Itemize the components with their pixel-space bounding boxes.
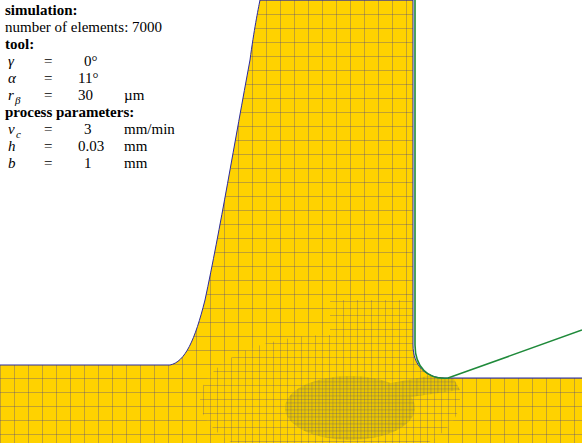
annotation-text: process parameters: xyxy=(5,104,134,121)
annotation-text: = xyxy=(44,155,52,172)
mesh-outline xyxy=(0,0,582,378)
annotation-text: simulation: xyxy=(5,2,78,19)
annotation-text: mm xyxy=(124,155,147,172)
annotation-text: 30 xyxy=(78,87,93,104)
annotation-text: 0.03 xyxy=(78,138,104,155)
annotation-text: number of elements: 7000 xyxy=(5,19,162,36)
annotation-text: µm xyxy=(124,87,144,104)
annotation-text: v xyxy=(8,121,15,138)
annotation-text: = xyxy=(44,53,52,70)
annotation-text: 1 xyxy=(84,155,92,172)
annotation-text: = xyxy=(44,121,52,138)
annotation-text: 0° xyxy=(84,53,98,70)
annotation-text: = xyxy=(44,138,52,155)
tool-outline xyxy=(415,0,582,378)
annotation-text: γ xyxy=(8,53,14,70)
annotation-text: h xyxy=(8,138,16,155)
annotation-text: = xyxy=(44,70,52,87)
annotation-text: 11° xyxy=(78,70,98,87)
annotation-text: tool: xyxy=(5,36,34,53)
annotation-text: mm xyxy=(124,138,147,155)
annotation-text: = xyxy=(44,87,52,104)
annotation-text: c xyxy=(16,128,21,140)
annotation-text: mm/min xyxy=(124,121,175,138)
annotation-text: b xyxy=(8,155,16,172)
annotation-text: 3 xyxy=(84,121,92,138)
annotation-text: α xyxy=(8,70,16,87)
annotation-text: r xyxy=(8,87,14,104)
